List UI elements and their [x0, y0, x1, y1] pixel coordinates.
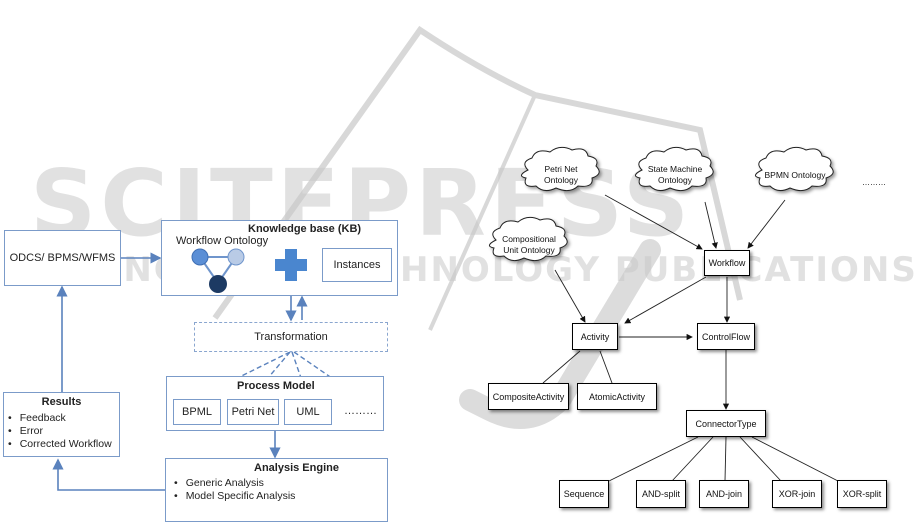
- cloud-label-compositional-unit: Compositional Unit Ontology: [502, 234, 556, 255]
- edge-comp-to-activity: [554, 269, 586, 323]
- edge-connector-to-and-split: [671, 436, 714, 482]
- transformation-label: Transformation: [254, 331, 328, 343]
- edge-connector-to-xor-split: [751, 436, 839, 482]
- results-list: Feedback Error Corrected Workflow: [4, 412, 119, 451]
- cloud-compositional-unit-ontology: [489, 216, 568, 262]
- node-activity: Activity: [572, 323, 618, 350]
- edge-connector-to-and-join: [724, 436, 727, 482]
- node-xor-join: XOR-join: [772, 480, 822, 508]
- edge-state-to-workflow: [704, 201, 718, 249]
- arrow-engine-to-results: [52, 458, 165, 491]
- knowledge-base-title: Knowledge base (KB): [248, 223, 362, 235]
- analysis-engine-item: Model Specific Analysis: [186, 490, 387, 503]
- process-model-item-bpml: BPML: [173, 399, 221, 425]
- cloud-bpmn-ontology: [755, 146, 834, 192]
- dashed-arrow-bpml: [195, 351, 291, 399]
- node-and-split: AND-split: [636, 480, 686, 508]
- analysis-engine-list: Generic Analysis Model Specific Analysis: [166, 477, 387, 503]
- edge-workflow-to-activity: [624, 276, 707, 324]
- cloud-label-petri-net: Petri Net Ontology: [543, 164, 579, 185]
- knowledge-base-box: Knowledge base (KB) Workflow Ontology In…: [161, 220, 398, 296]
- node-sequence: Sequence: [559, 480, 609, 508]
- edge-bpmn-to-workflow: [747, 199, 786, 249]
- plus-icon: [275, 249, 307, 281]
- edge-activity-to-atomic: [599, 350, 613, 384]
- analysis-engine-item: Generic Analysis: [186, 477, 387, 490]
- edge-connector-to-sequence: [608, 436, 699, 482]
- process-model-item-uml: UML: [284, 399, 332, 425]
- analysis-engine-box: Analysis Engine Generic Analysis Model S…: [165, 458, 388, 522]
- node-and-join: AND-join: [699, 480, 749, 508]
- process-model-item-more: ………: [344, 405, 377, 417]
- instances-label: Instances: [333, 259, 381, 271]
- process-model-box: Process Model BPML Petri Net UML ………: [166, 376, 384, 431]
- transformation-box: Transformation: [194, 322, 388, 352]
- ontology-graph-icon: [191, 248, 245, 293]
- node-controlflow: ControlFlow: [697, 323, 755, 350]
- node-atomic-activity: AtomicActivity: [577, 383, 657, 410]
- process-model-item-petri-net: Petri Net: [227, 399, 279, 425]
- cloud-label-bpmn: BPMN Ontology: [764, 169, 826, 180]
- cloud-petri-net-ontology: [521, 146, 600, 192]
- results-item: Feedback: [20, 412, 119, 425]
- odcs-label: ODCS/ BPMS/WFMS: [9, 252, 116, 264]
- results-item: Corrected Workflow: [20, 438, 119, 451]
- node-connector-type: ConnectorType: [686, 410, 766, 437]
- results-item: Error: [20, 425, 119, 438]
- instances-box: Instances: [322, 248, 392, 282]
- edge-activity-to-composite: [542, 350, 581, 384]
- process-model-title: Process Model: [237, 380, 315, 392]
- cloud-label-state-machine: State Machine Ontology: [647, 164, 703, 185]
- analysis-engine-title: Analysis Engine: [254, 462, 339, 474]
- workflow-ontology-label: Workflow Ontology: [176, 235, 269, 247]
- edge-petri-to-workflow: [604, 194, 703, 250]
- node-workflow: Workflow: [704, 250, 750, 276]
- results-box: Results Feedback Error Corrected Workflo…: [3, 392, 120, 457]
- edge-connector-to-xor-join: [739, 436, 782, 482]
- cloud-state-machine-ontology: [635, 146, 714, 192]
- clouds-ellipsis: ………: [862, 178, 886, 187]
- node-xor-split: XOR-split: [837, 480, 887, 508]
- odcs-box: ODCS/ BPMS/WFMS: [4, 230, 121, 286]
- results-title: Results: [41, 396, 82, 408]
- dashed-arrow-more: [293, 351, 357, 395]
- node-composite-activity: CompositeActivity: [488, 383, 569, 410]
